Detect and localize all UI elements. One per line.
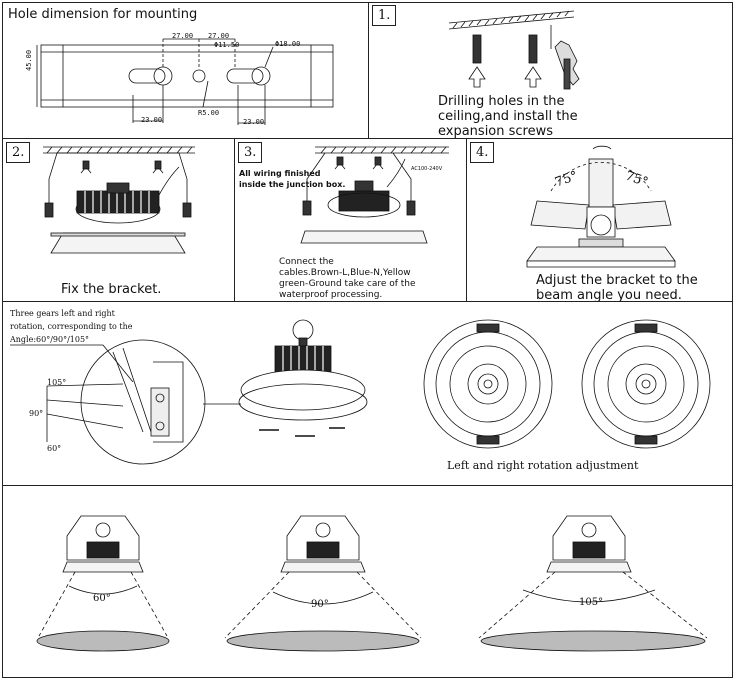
beam-angle-panel: 60° 90° 105° bbox=[2, 485, 733, 678]
step1-caption-line3: expansion screws bbox=[438, 124, 554, 139]
gears-note-line2: rotation, corresponding to the bbox=[10, 322, 133, 331]
angle-adjust-illustration bbox=[526, 145, 676, 268]
dim-23-right: 23.00 bbox=[243, 118, 265, 126]
dim-height-45: 45.00 bbox=[25, 49, 33, 71]
step4-number: 4. bbox=[470, 142, 495, 163]
drill-illustration bbox=[448, 10, 580, 90]
step3-caption-line4: waterproof processing. bbox=[279, 290, 383, 300]
step3-note-line1: All wiring finished bbox=[239, 169, 321, 178]
step3-panel: 3. All wiring finished inside the juncti… bbox=[234, 138, 467, 302]
step1-number: 1. bbox=[372, 5, 397, 26]
beam-angle-105: 105° bbox=[579, 597, 604, 608]
mounting-plate-drawing bbox=[36, 38, 334, 125]
step2-caption: Fix the bracket. bbox=[61, 282, 162, 297]
gear-angle-90: 90° bbox=[29, 409, 44, 418]
step3-caption-line2: cables.Brown-L,Blue-N,Yellow bbox=[279, 268, 411, 278]
step3-caption-line3: green-Ground take care of the bbox=[279, 279, 416, 289]
gears-note-line3: Angle:60°/90°/105° bbox=[10, 335, 90, 344]
beam-angle-60: 60° bbox=[93, 593, 111, 604]
step3-note-line2: inside the junction box. bbox=[239, 180, 346, 189]
step1-caption-line2: ceiling,and install the bbox=[438, 109, 578, 124]
bracket-fix-illustration bbox=[43, 146, 195, 254]
dim-27-right: 27.00 bbox=[208, 32, 230, 40]
step1-panel: 1. Drilling holes in the ceiling,and ins… bbox=[368, 2, 733, 139]
step4-caption-line2: beam angle you need. bbox=[536, 288, 682, 302]
step1-caption-line1: Drilling holes in the bbox=[438, 94, 565, 109]
rotation-caption: Left and right rotation adjustment bbox=[447, 459, 639, 472]
gears-note-line1: Three gears left and right bbox=[10, 309, 115, 318]
step4-panel: 4. 75° 75° Adjust the bracket to the bea… bbox=[466, 138, 733, 302]
step2-number: 2. bbox=[6, 142, 31, 163]
beam-angle-90: 90° bbox=[311, 599, 329, 610]
beam-angle-illustration bbox=[36, 515, 708, 652]
dim-27-left: 27.00 bbox=[172, 32, 194, 40]
step3-number: 3. bbox=[238, 142, 263, 163]
gear-detail-illustration bbox=[10, 319, 711, 465]
gear-angle-60: 60° bbox=[47, 444, 62, 453]
step2-panel: 2. Fix the bracket. bbox=[2, 138, 235, 302]
wiring-illustration bbox=[300, 146, 449, 244]
dim-diameter-11: Φ11.50 bbox=[214, 41, 240, 49]
voltage-label: AC100-240V bbox=[411, 166, 443, 172]
hole-dimension-panel: Hole dimension for mounting bbox=[2, 2, 369, 139]
hole-dimension-title: Hole dimension for mounting bbox=[8, 7, 198, 22]
dim-23-left: 23.00 bbox=[141, 116, 163, 124]
step4-caption-line1: Adjust the bracket to the bbox=[536, 273, 698, 288]
dim-radius-5: R5.00 bbox=[198, 109, 220, 117]
rotation-panel: Three gears left and right rotation, cor… bbox=[2, 301, 733, 486]
dim-diameter-18: Φ18.00 bbox=[275, 40, 301, 48]
step3-caption-line1: Connect the bbox=[279, 257, 334, 267]
gear-angle-105: 105° bbox=[47, 378, 67, 387]
